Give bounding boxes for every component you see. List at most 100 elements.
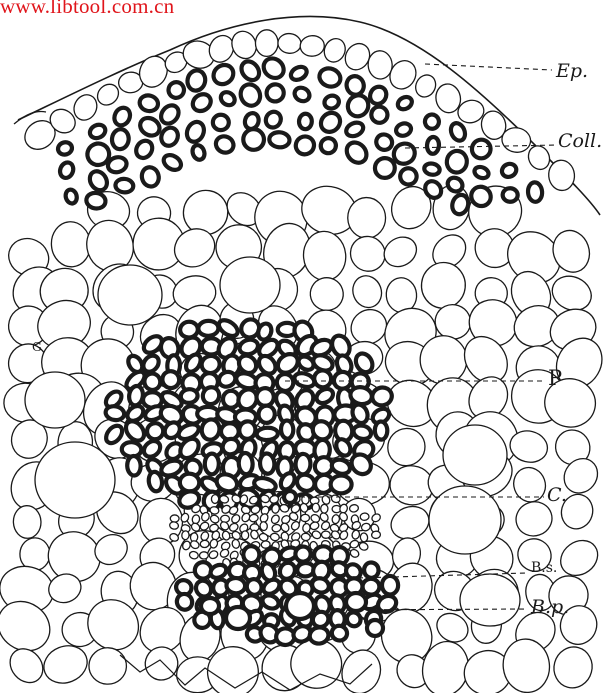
phloem-fibre-cell	[331, 476, 352, 494]
collenchyma-cell	[138, 94, 160, 113]
collenchyma-cell	[344, 91, 372, 120]
ground-parenchyma-cell	[420, 336, 467, 384]
large-ground-cell	[460, 574, 520, 626]
cambium-cell	[360, 513, 370, 521]
cambium-cell	[371, 531, 381, 539]
cambium-cell	[170, 515, 179, 522]
epidermis-cell	[277, 32, 302, 54]
collenchyma-cell	[191, 143, 207, 161]
epidermis-cell	[367, 50, 393, 80]
cambium-cell	[181, 530, 189, 540]
collenchyma-cell	[210, 61, 237, 88]
collenchyma-cell	[473, 165, 490, 180]
cambium-cell	[312, 503, 319, 512]
bundle-sheath-cell	[363, 561, 380, 579]
collenchyma-cell	[218, 90, 237, 108]
phloem-fibre-cell	[259, 453, 275, 475]
collenchyma-cell	[58, 161, 76, 180]
phloem-fibre-cell	[258, 405, 276, 424]
ground-parenchyma-cell	[38, 640, 92, 690]
collenchyma-cell	[398, 166, 419, 187]
collenchyma-cell	[368, 103, 391, 126]
collenchyma-cell	[292, 85, 312, 104]
collenchyma-cell	[396, 95, 414, 112]
collenchyma-cell	[317, 109, 344, 136]
cambium-cell	[321, 504, 329, 513]
collenchyma-cell	[448, 121, 467, 143]
collenchyma-cell	[318, 136, 338, 156]
cambium-cell	[360, 533, 368, 543]
collenchyma-cell	[237, 81, 263, 108]
collenchyma-cell	[140, 165, 161, 188]
collenchyma-cell	[260, 54, 288, 82]
collenchyma-cell	[112, 105, 133, 128]
collenchyma-cell	[502, 188, 518, 203]
collenchyma-cell	[115, 178, 134, 193]
phloem-fibre-cell	[256, 427, 278, 440]
ground-parenchyma-cell	[13, 505, 42, 539]
phloem-fibre-cell	[198, 321, 219, 337]
collenchyma-cell	[343, 139, 371, 167]
bundle-sheath-cell	[295, 546, 311, 562]
collenchyma-cell	[158, 102, 183, 127]
bundle-sheath-cell	[243, 546, 260, 564]
bundle-sheath-cell	[362, 578, 380, 595]
collenchyma-cell	[167, 81, 186, 100]
vessel-cell	[201, 598, 219, 614]
phloem-fibre-cell	[281, 420, 294, 439]
epidermis-cell	[255, 30, 278, 57]
cambium-cell	[250, 529, 260, 540]
phloem-fibre-cell	[205, 454, 219, 475]
bundle-sheath-cell	[382, 576, 399, 595]
cambium-cell	[301, 495, 309, 504]
label-phloem: P	[548, 366, 562, 390]
collenchyma-cell	[263, 109, 283, 130]
label-bundle-sheath: B.s.	[531, 560, 557, 576]
collenchyma-cell	[289, 64, 309, 82]
phloem-fibre-cell	[275, 372, 295, 392]
cambium-cell	[211, 494, 219, 503]
phloem-fibre-cell	[370, 386, 393, 408]
ground-parenchyma-cell	[379, 231, 422, 272]
collenchyma-cell	[64, 188, 78, 204]
collenchyma-cell	[239, 125, 268, 154]
epidermis-cell	[321, 35, 349, 65]
phloem-fibre-cell	[180, 388, 198, 403]
phloem-fibre-cell	[375, 421, 388, 439]
cell-layer	[0, 17, 609, 693]
collenchyma-cell	[299, 114, 312, 130]
stray-mark-g: G	[32, 340, 42, 354]
collenchyma-cell	[293, 133, 318, 158]
cambium-cell	[260, 521, 268, 531]
collenchyma-cell	[133, 138, 155, 161]
collenchyma-cell	[426, 137, 439, 155]
collenchyma-cell	[500, 161, 519, 179]
collenchyma-cell	[111, 128, 130, 150]
ground-parenchyma-cell	[3, 642, 49, 689]
cambium-cell	[302, 523, 310, 533]
ground-parenchyma-cell	[549, 643, 596, 693]
collenchyma-cell	[446, 150, 469, 174]
collenchyma-cell	[137, 114, 163, 139]
ground-parenchyma-cell	[336, 645, 386, 693]
phloem-fibre-cell	[147, 471, 163, 492]
ground-parenchyma-cell	[348, 272, 386, 312]
cambium-cell	[301, 533, 311, 541]
epidermis-cell	[299, 35, 325, 57]
vessel-cell	[367, 620, 383, 636]
collenchyma-cell	[238, 58, 263, 84]
collenchyma-cell	[86, 168, 110, 193]
collenchyma-cell	[373, 132, 394, 153]
large-ground-cell	[35, 442, 115, 518]
label-bundle-parenchyma: B.p.	[531, 596, 569, 618]
collenchyma-cell	[161, 152, 184, 173]
label-collenchyma: Coll.	[558, 130, 602, 152]
cambium-cell	[241, 531, 249, 540]
collenchyma-cell	[344, 120, 365, 139]
collenchyma-cell	[317, 65, 343, 89]
phloem-fibre-cell	[179, 473, 200, 492]
ground-parenchyma-cell	[554, 533, 605, 582]
collenchyma-cell	[213, 115, 229, 131]
watermark-text: www.libtool.com.cn	[0, 0, 174, 19]
